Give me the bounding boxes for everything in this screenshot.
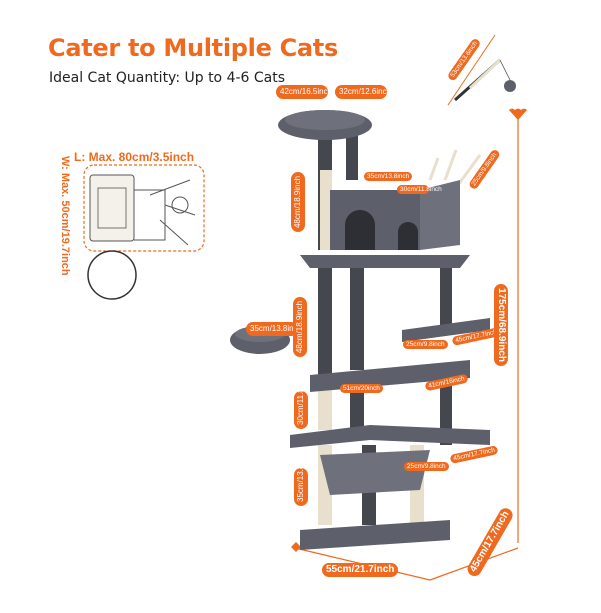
page-subtitle: Ideal Cat Quantity: Up to 4-6 Cats <box>49 70 286 86</box>
dim-upper-column: 48cm/18.9inch <box>291 171 306 233</box>
dim-basket: 35cm/13.8inch <box>246 322 302 336</box>
dim-lower-column: 30cm/11.8inch <box>294 374 308 429</box>
dim-middle-column: 48cm/18.9inch <box>293 296 308 358</box>
width-label: W: Max. 50cm/19.7inch <box>59 156 71 276</box>
dim-base-width: 55cm/21.7inch <box>322 563 399 577</box>
dim-platform-depth: 25cm/9.8inch <box>403 340 448 349</box>
dim-condo-height: 30cm/11.8inch <box>397 185 442 194</box>
dim-condo-width: 35cm/13.8inch <box>364 172 413 181</box>
footprint-diagram <box>83 164 205 300</box>
dim-top-bed-inner: 32cm/12.6inch <box>335 85 391 99</box>
dim-top-bed-outer: 42cm/16.5inch <box>276 85 332 99</box>
page-title: Cater to Multiple Cats <box>48 34 338 62</box>
dim-bottom-column: 35cm/13.8inch <box>294 450 308 506</box>
dim-total-height: 175cm/68.9inch <box>493 284 508 366</box>
dim-lower-platform-depth: 25cm/9.8inch <box>404 462 449 471</box>
heart-icon <box>509 108 527 120</box>
length-label: L: Max. 80cm/3.5inch <box>74 150 195 164</box>
dim-hammock-width: 51cm/20inch <box>340 384 383 393</box>
